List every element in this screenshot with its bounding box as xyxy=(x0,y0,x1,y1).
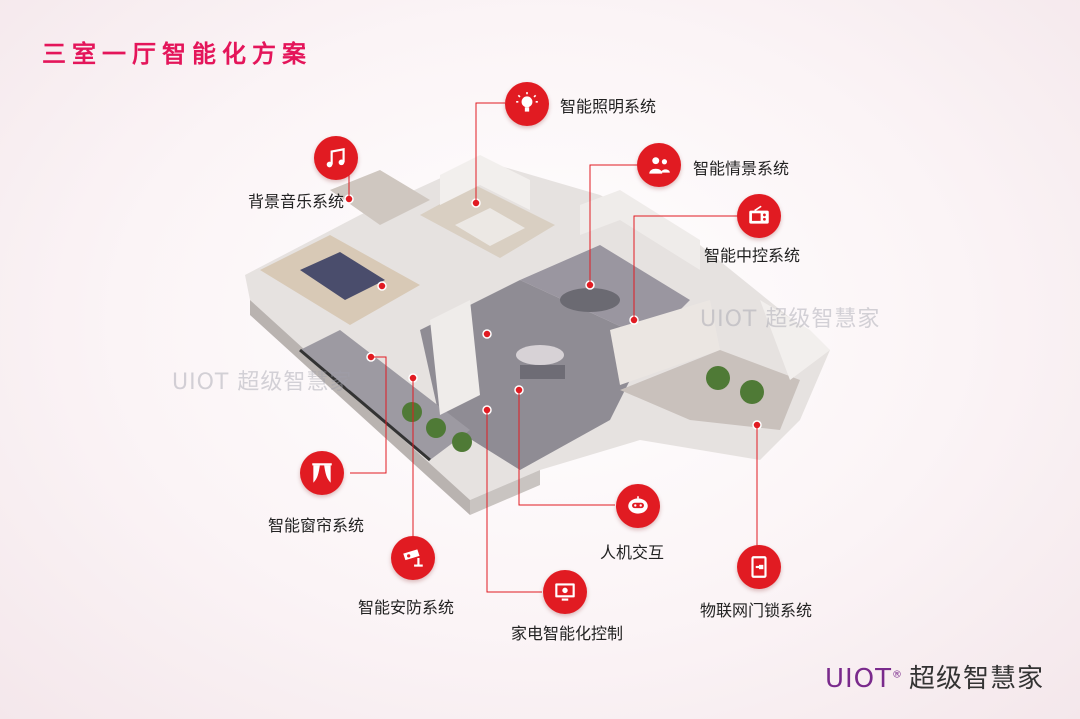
control-label: 智能中控系统 xyxy=(704,246,801,265)
brand-logo: UIOT® 超级智慧家 xyxy=(825,658,1044,695)
control-panel-icon xyxy=(737,194,781,238)
registered-mark: ® xyxy=(891,669,903,681)
lock-label: 物联网门锁系统 xyxy=(700,601,813,620)
watermark-left: UIOT 超级智慧家 xyxy=(172,370,353,395)
curtain-label: 智能窗帘系统 xyxy=(268,516,365,535)
robot-icon xyxy=(616,484,660,528)
scene-label: 智能情景系统 xyxy=(693,159,790,178)
brand-chinese: 超级智慧家 xyxy=(908,664,1044,694)
watermark-right: UIOT 超级智慧家 xyxy=(700,307,881,332)
door-lock-icon xyxy=(737,545,781,589)
page-title: 三室一厅智能化方案 xyxy=(42,40,312,68)
lightbulb-icon xyxy=(505,82,549,126)
monitor-icon xyxy=(543,570,587,614)
appliance-label: 家电智能化控制 xyxy=(511,624,624,643)
people-scene-icon xyxy=(637,143,681,187)
lighting-label: 智能照明系统 xyxy=(560,97,657,116)
music-label: 背景音乐系统 xyxy=(248,192,345,211)
security-label: 智能安防系统 xyxy=(358,598,455,617)
curtain-icon xyxy=(300,451,344,495)
brand-latin: UIOT xyxy=(824,664,892,694)
hmi-label: 人机交互 xyxy=(600,543,665,562)
music-note-icon xyxy=(314,136,358,180)
camera-icon xyxy=(391,536,435,580)
